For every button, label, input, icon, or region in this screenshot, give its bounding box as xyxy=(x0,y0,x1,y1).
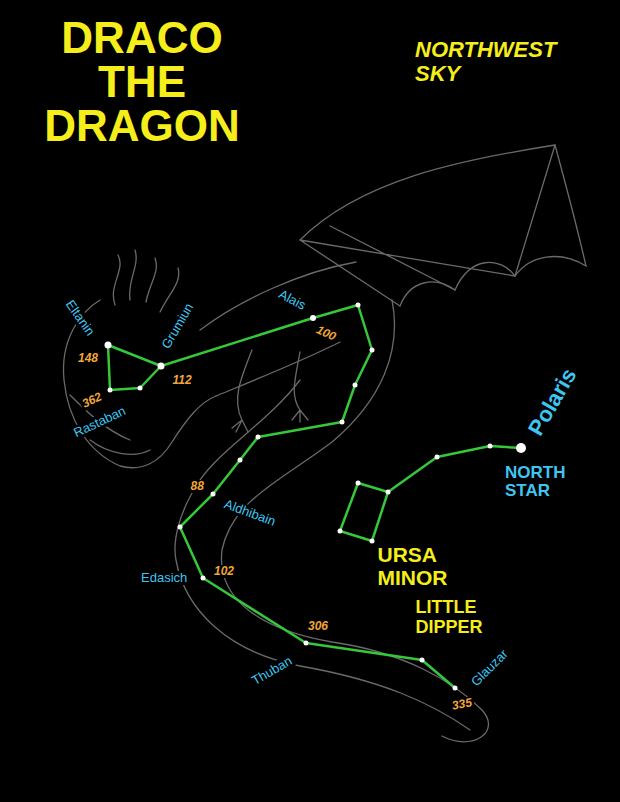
dragon-wing xyxy=(300,145,586,306)
star-dot xyxy=(435,455,440,460)
dragon-sketch xyxy=(63,145,586,742)
constellation-lines xyxy=(108,305,521,688)
star-dot xyxy=(386,490,391,495)
callout-number: 306 xyxy=(306,620,330,633)
star-dot xyxy=(356,303,361,308)
star-dot xyxy=(353,383,358,388)
dragon-leg xyxy=(292,352,308,422)
star-dot xyxy=(338,529,343,534)
star-dot xyxy=(420,658,425,663)
star-dot xyxy=(178,525,183,530)
title: DRACO THE DRAGON xyxy=(35,16,249,148)
star-dot xyxy=(108,388,113,393)
callout-number: 362 xyxy=(78,389,105,411)
star-name: Edasich xyxy=(139,571,189,585)
callout-number: 102 xyxy=(212,565,236,578)
constellation-name: LITTLE DIPPER xyxy=(414,598,503,638)
star-dot xyxy=(453,686,458,691)
callout-number: 148 xyxy=(76,352,100,365)
star-name: Aldhibain xyxy=(220,497,279,530)
callout-number: 88 xyxy=(189,480,206,493)
star-dot xyxy=(370,539,375,544)
polaris-dot xyxy=(516,443,526,453)
star-dot xyxy=(356,481,361,486)
star-name: Glauzar xyxy=(467,646,512,691)
star-dot xyxy=(256,435,261,440)
callout-number: 335 xyxy=(449,696,475,713)
star-dot xyxy=(370,348,375,353)
star-name: Eltanin xyxy=(61,296,98,340)
draco-body-line xyxy=(161,305,455,688)
star-dot xyxy=(201,576,206,581)
star-name: Rastaban xyxy=(70,403,130,441)
ursa-minor-lines xyxy=(340,446,521,541)
stars xyxy=(105,303,527,691)
wing-ribs xyxy=(300,145,555,306)
star-dot xyxy=(238,458,243,463)
star-dot xyxy=(488,444,493,449)
star-dot xyxy=(105,342,112,349)
star-dot xyxy=(310,315,316,321)
star-name: Thuban xyxy=(248,653,297,689)
star-name: Alais xyxy=(275,286,310,314)
star-dot xyxy=(304,641,309,646)
star-dot xyxy=(340,420,345,425)
draco-head-lines xyxy=(108,345,161,390)
star-note: NORTH STAR xyxy=(503,464,577,501)
sky-direction: NORTHWEST SKY xyxy=(413,38,567,86)
callout-number: 100 xyxy=(312,322,339,344)
star-dot xyxy=(138,386,143,391)
star-dot xyxy=(158,363,165,370)
dragon-leg xyxy=(232,350,252,432)
constellation-name: URSA MINOR xyxy=(376,543,475,589)
star-dot xyxy=(211,492,216,497)
callout-number: 112 xyxy=(171,374,194,387)
star-name: Polaris xyxy=(522,363,582,442)
star-name: Grumiun xyxy=(158,299,197,353)
dragon-horns xyxy=(113,250,178,312)
